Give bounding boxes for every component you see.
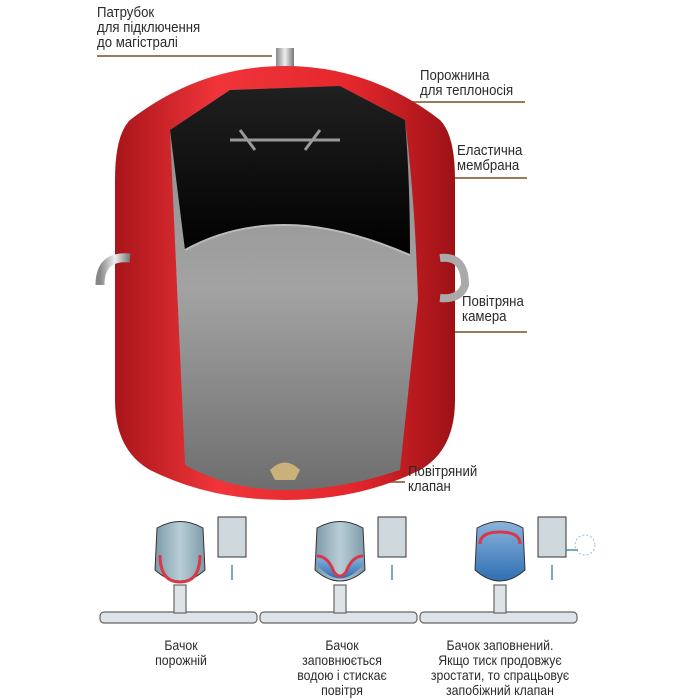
membrane-clamp <box>230 129 340 151</box>
air-valve-icon <box>270 462 300 480</box>
stages-diagram <box>99 516 596 624</box>
label-air-chamber: Повітряна камера <box>462 293 524 325</box>
caption-stage-full: Бачок заповнений. Якщо тиск продовжує зр… <box>430 637 570 698</box>
steam-icon <box>574 534 596 556</box>
caption-stage-filling: Бачок заповнюється водою і стискає повіт… <box>297 637 387 698</box>
heat-carrier-cavity <box>170 86 410 255</box>
caption-stage-empty: Бачок порожній <box>155 637 207 668</box>
label-fitting: Патрубок для підключення до магістралі <box>97 4 201 51</box>
label-heat-carrier-cavity: Порожнина для теплоносія <box>420 67 514 99</box>
band-right <box>439 253 470 303</box>
band-left <box>95 253 131 286</box>
membrane <box>184 223 411 256</box>
label-air-valve: Повітряний клапан <box>408 463 478 495</box>
label-membrane: Еластична мембрана <box>457 142 523 174</box>
